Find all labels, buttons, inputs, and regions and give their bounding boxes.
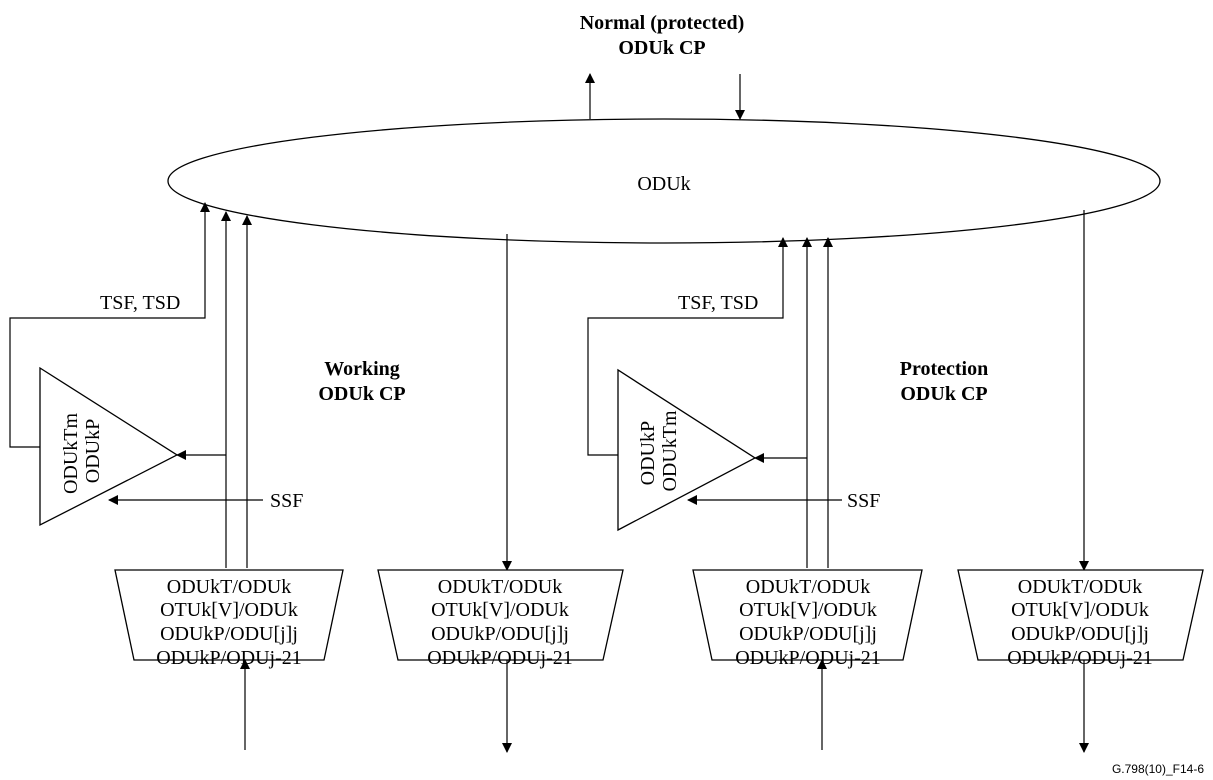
working-source-line1: ODUkT/ODUk — [438, 576, 562, 598]
working-monitor-triangle — [39, 366, 179, 527]
normal-cp-title-line1: Normal (protected) — [580, 12, 745, 34]
protection-source-line3: ODUkP/ODU[j]j — [1011, 623, 1149, 645]
protection-source-line1: ODUkT/ODUk — [1018, 576, 1142, 598]
working-sink-line2: OTUk[V]/ODUk — [160, 599, 298, 621]
working-tsf-tsd-line — [9, 202, 210, 448]
working-source-line2: OTUk[V]/ODUk — [431, 599, 569, 621]
protection-adaptation-source — [957, 569, 1204, 661]
working-cp-title-line2: ODUk CP — [318, 383, 405, 405]
working-monitor-label: ODUkTm ODUkP — [60, 408, 104, 494]
figure-id: G.798(10)_F14-6 — [1112, 762, 1204, 776]
working-source-line4: ODUkP/ODUj-21 — [427, 647, 573, 669]
working-monitor-line1: ODUkTm — [60, 413, 82, 495]
protection-sink-line2: OTUk[V]/ODUk — [739, 599, 877, 621]
protection-monitor-line2: ODUkTm — [659, 410, 681, 492]
protection-sink-line1: ODUkT/ODUk — [746, 576, 870, 598]
protection-sink-line3: ODUkP/ODU[j]j — [739, 623, 877, 645]
working-sink-line4: ODUkP/ODUj-21 — [156, 647, 302, 669]
protection-cp-title-line1: Protection — [900, 358, 989, 380]
protection-ssf-label: SSF — [847, 490, 880, 512]
working-sink-line3: ODUkP/ODU[j]j — [160, 623, 298, 645]
normal-cp-title-line2: ODUk CP — [618, 37, 705, 59]
working-adaptation-sink — [114, 569, 344, 661]
oduk-connection-function — [167, 118, 1161, 244]
protection-tsf-tsd-line — [587, 237, 788, 456]
working-sink-line1: ODUkT/ODUk — [167, 576, 291, 598]
protection-source-line4: ODUkP/ODUj-21 — [1007, 647, 1153, 669]
protection-sink-line4: ODUkP/ODUj-21 — [735, 647, 881, 669]
working-source-line3: ODUkP/ODU[j]j — [431, 623, 569, 645]
working-cp-title-line1: Working — [324, 358, 400, 380]
protection-monitor-label: ODUkP ODUkTm — [637, 410, 681, 492]
protection-source-line2: OTUk[V]/ODUk — [1011, 599, 1149, 621]
protection-adaptation-sink — [692, 569, 923, 661]
protection-monitor-line1: ODUkP — [637, 421, 659, 485]
oduk-connection-function-label: ODUk — [637, 173, 690, 195]
working-ssf-label: SSF — [270, 490, 303, 512]
protection-monitor-triangle — [617, 368, 757, 532]
protection-cp-title-line2: ODUk CP — [900, 383, 987, 405]
working-monitor-line2: ODUkP — [82, 419, 104, 483]
working-tsf-tsd-label: TSF, TSD — [100, 292, 180, 314]
protection-tsf-tsd-label: TSF, TSD — [678, 292, 758, 314]
working-adaptation-source — [377, 569, 624, 661]
